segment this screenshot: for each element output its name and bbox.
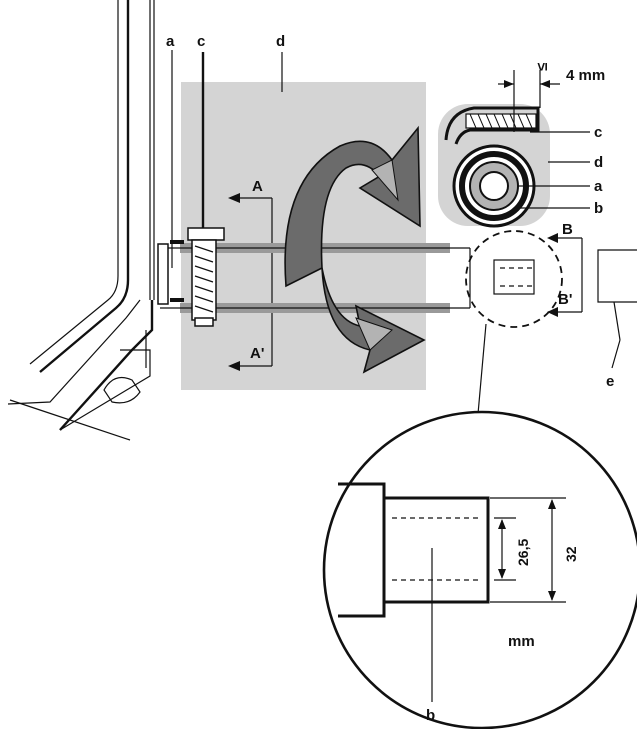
inset-label-d: d: [594, 154, 603, 171]
label-section-a-prime: A': [250, 345, 264, 362]
detail-label-b: b: [426, 707, 435, 724]
detail-unit: mm: [508, 633, 535, 650]
inset-gap-symbol: ≤: [534, 63, 551, 71]
section-line-b: [547, 233, 583, 317]
label-d: d: [276, 33, 285, 50]
label-c: c: [197, 33, 205, 50]
label-e: e: [606, 373, 614, 390]
detail-inner-diameter: 26,5: [515, 539, 531, 566]
inset-label-c: c: [594, 124, 602, 141]
inset-gap-value: 4 mm: [566, 67, 605, 84]
detail-outer-diameter: 32: [563, 546, 579, 562]
inset-label-b: b: [594, 200, 603, 217]
label-section-b: B: [562, 221, 573, 238]
section-line-a: [228, 193, 273, 371]
magnified-detail: [322, 323, 637, 729]
rotation-arrow: [284, 125, 426, 374]
detail-callout-circle: [465, 230, 563, 328]
section-inset: [438, 70, 590, 228]
clamp-bolt: [157, 52, 225, 327]
pipe-end: [597, 249, 637, 369]
label-a: a: [166, 33, 175, 50]
label-section-b-prime: B': [558, 291, 572, 308]
inset-label-a: a: [594, 178, 603, 195]
appliance-wall: [7, 0, 155, 441]
label-section-a: A: [252, 178, 263, 195]
